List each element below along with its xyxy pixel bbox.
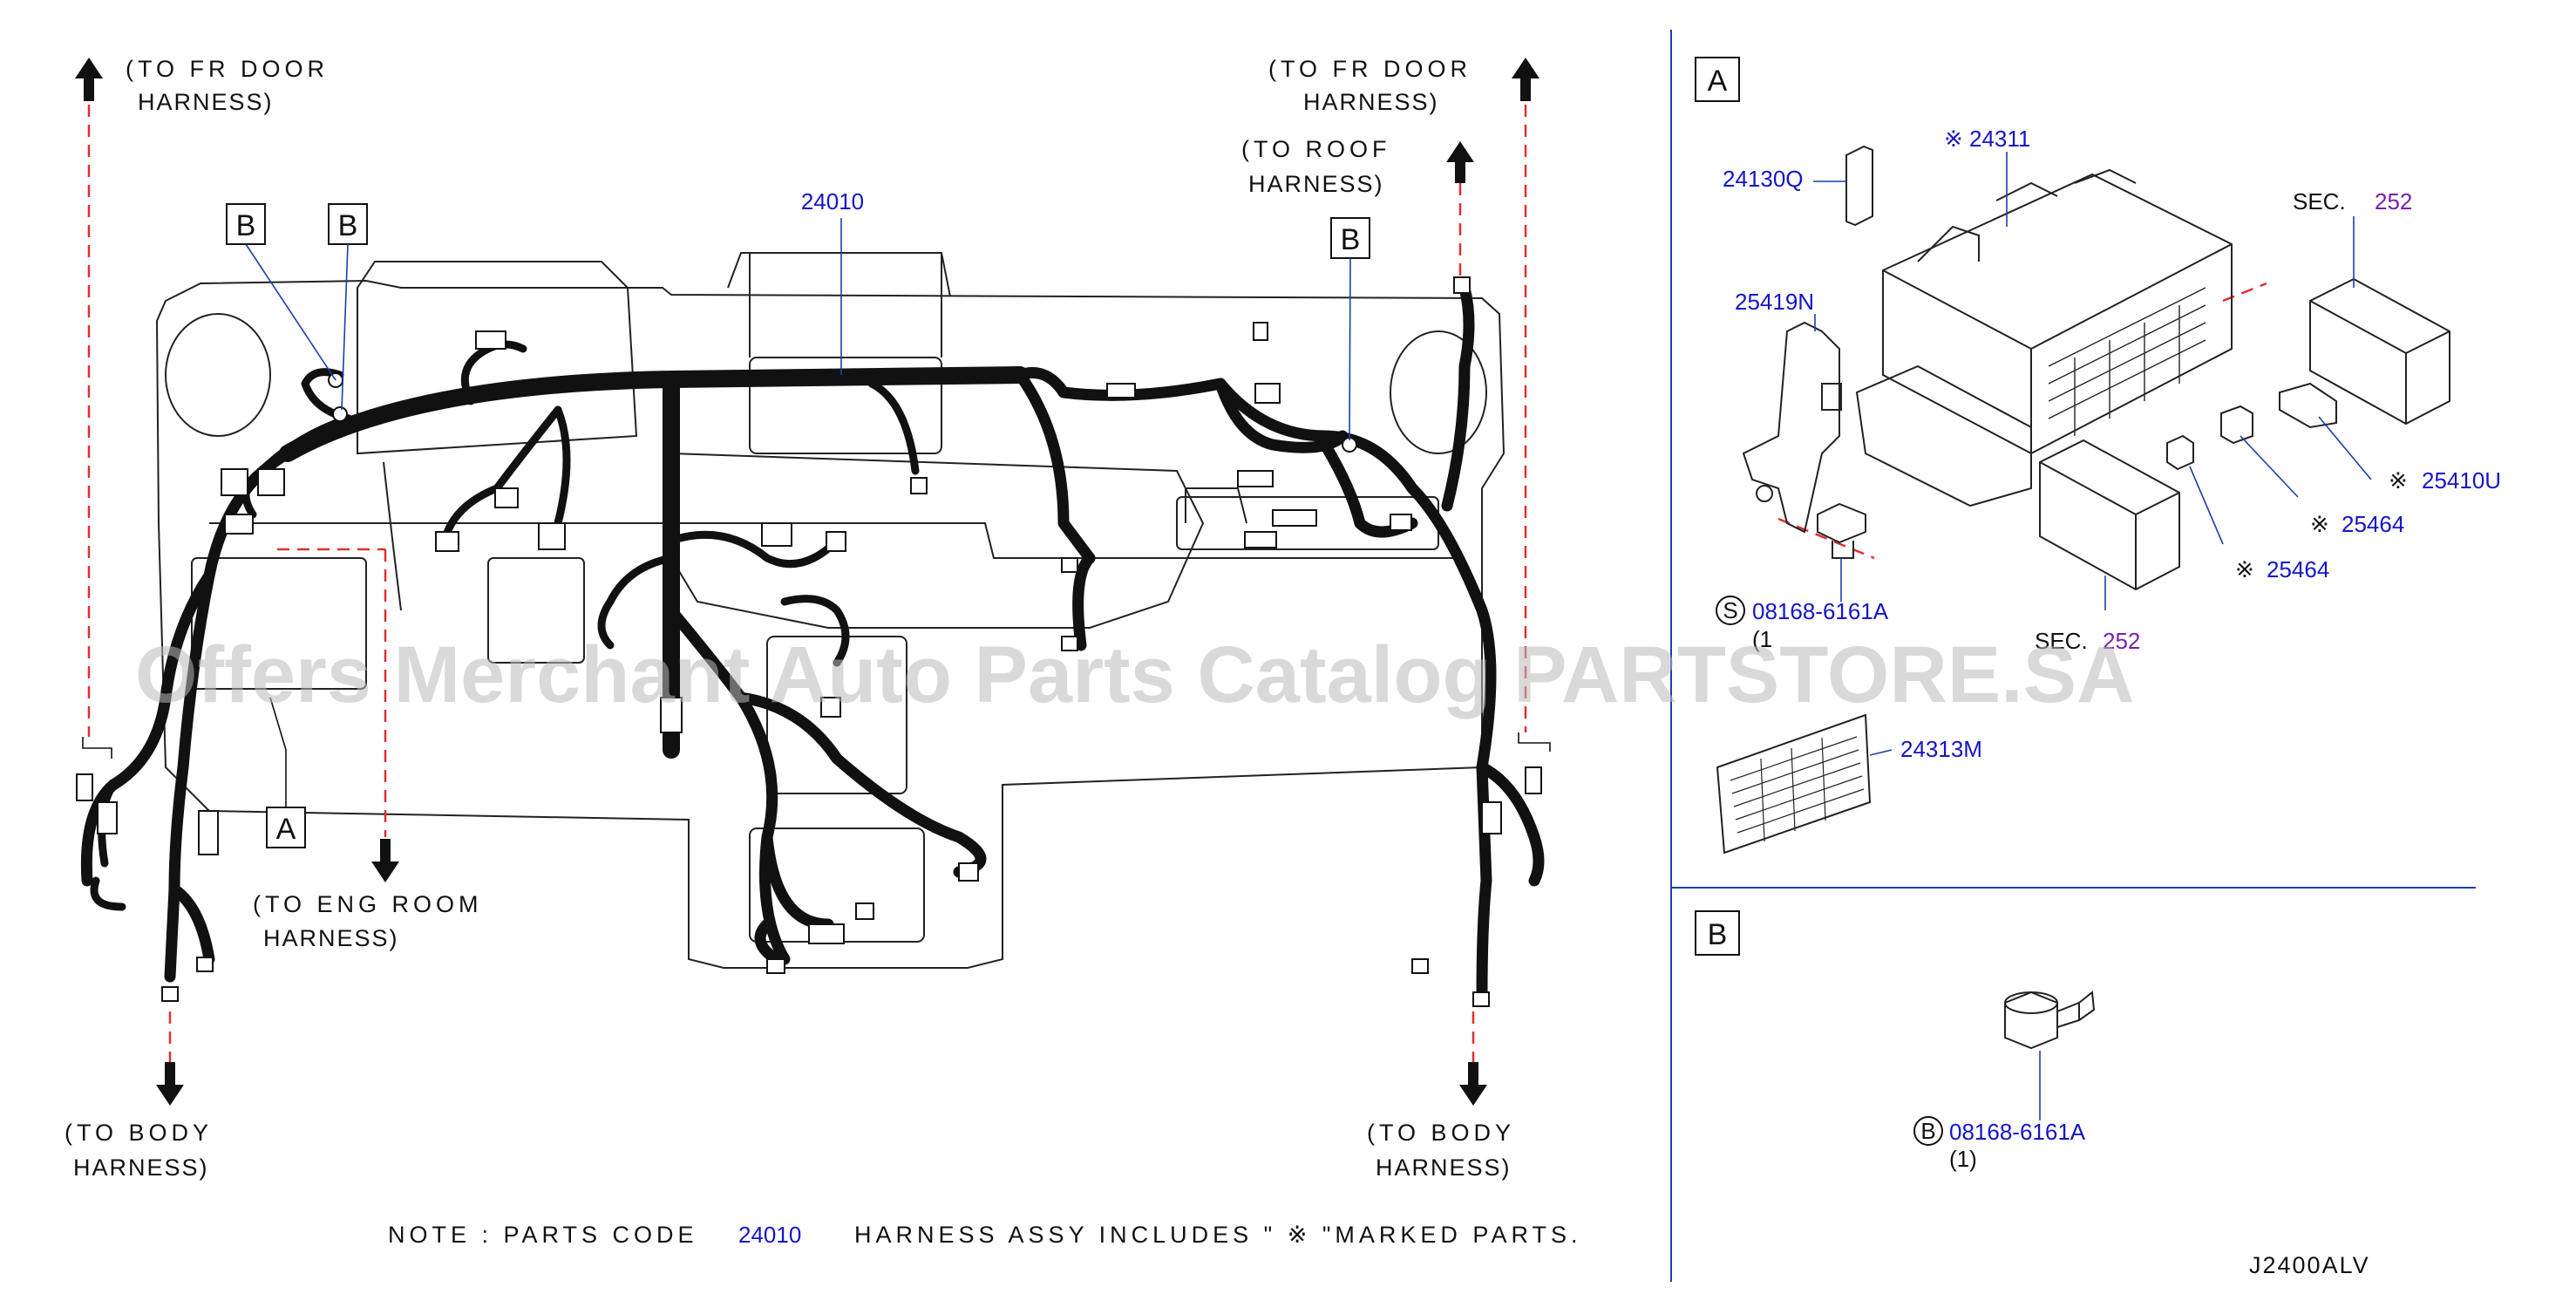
bolt-a-prefix: S — [1723, 597, 1737, 623]
callout-b-right: B — [1330, 217, 1370, 441]
to-body-left-line1: (TO BODY — [65, 1120, 213, 1146]
svg-text:NOTE : PARTS CODE: NOTE : PARTS CODE — [388, 1222, 698, 1248]
arrow-up-icon — [75, 58, 103, 101]
bolt-a-part: 08168-6161A — [1752, 598, 1889, 624]
clip-25410u-drawing — [2279, 382, 2337, 429]
part-24313m: 24313M — [1900, 736, 1982, 762]
svg-text:A: A — [276, 813, 296, 846]
fuse-block-drawing — [1855, 168, 2233, 507]
to-roof-line1: (TO ROOF — [1241, 136, 1391, 162]
parts-note: NOTE : PARTS CODE 24010 HARNESS ASSY INC… — [388, 1222, 1581, 1248]
sec-252-top-prefix: SEC. — [2293, 188, 2346, 215]
to-fr-door-left-line1: (TO FR DOOR — [126, 56, 329, 82]
arrow-down-icon — [1459, 1062, 1487, 1106]
bolt-drawing — [1817, 502, 1866, 559]
part-25464-b-mark: ※ — [2235, 556, 2254, 582]
relay-252-top-drawing — [2309, 277, 2450, 426]
section-a: A — [1695, 57, 2501, 855]
arrow-up-icon — [1446, 141, 1474, 183]
svg-text:B: B — [1341, 223, 1361, 256]
fuse-24130q-drawing — [1845, 145, 1873, 227]
callout-a-left: A — [266, 697, 306, 848]
part-24311: ※ 24311 — [1944, 126, 2030, 152]
part-25419n: 25419N — [1735, 289, 1814, 315]
to-fr-door-right-line2: HARNESS) — [1303, 89, 1439, 115]
svg-text:B: B — [236, 209, 256, 242]
bolt-b-qty: (1) — [1949, 1146, 1977, 1172]
diagram-code: J2400ALV — [2249, 1252, 2370, 1278]
to-eng-room-line2: HARNESS) — [263, 925, 399, 951]
sec-252-top: 252 — [2375, 188, 2412, 215]
svg-text:24010: 24010 — [801, 188, 864, 215]
label-24313m-drawing — [1716, 713, 1872, 855]
bolt-a-qty: (1 — [1752, 626, 1772, 652]
svg-text:A: A — [1708, 65, 1728, 98]
bolt-b-part: 08168-6161A — [1949, 1119, 2086, 1145]
watermark: Offers Merchant Auto Parts Catalog PARTS… — [135, 630, 2135, 719]
part-25410u-mark: ※ — [2389, 467, 2408, 494]
to-body-left-line2: HARNESS) — [73, 1154, 209, 1181]
svg-text:24010: 24010 — [738, 1222, 801, 1248]
bolt-b-drawing — [2004, 991, 2096, 1050]
to-roof-line2: HARNESS) — [1248, 171, 1384, 197]
to-body-right-line1: (TO BODY — [1367, 1120, 1515, 1146]
part-24130q: 24130Q — [1723, 166, 1804, 192]
part-25464-a: 25464 — [2342, 511, 2404, 537]
harness-route-leaders — [82, 105, 2267, 1081]
to-body-right-line2: HARNESS) — [1376, 1154, 1512, 1181]
bolt-b-prefix: B — [1920, 1118, 1935, 1144]
arrow-up-icon — [1512, 58, 1539, 101]
fuse-25464-a-drawing — [2220, 405, 2253, 445]
section-b: B B 08168-6161A (1) — [1695, 910, 2096, 1172]
dashboard-outline — [155, 252, 1505, 969]
bracket-25419n-drawing — [1742, 321, 1842, 534]
arrow-down-icon — [371, 839, 399, 882]
sec-252-bottom-prefix: SEC. — [2035, 628, 2088, 654]
harness-connectors — [76, 276, 1542, 1007]
harness-part-label: 24010 — [801, 188, 864, 375]
callout-b-left-1: B — [226, 203, 336, 381]
svg-text:HARNESS ASSY INCLUDES " ※ "M: HARNESS ASSY INCLUDES " ※ "MARKED PARTS. — [854, 1222, 1581, 1248]
arrow-down-icon — [156, 1062, 184, 1106]
fuse-25464-b-drawing — [2166, 434, 2194, 471]
part-25464-b: 25464 — [2267, 556, 2329, 582]
to-eng-room-line1: (TO ENG ROOM — [253, 891, 483, 917]
svg-text:B: B — [338, 209, 358, 242]
sec-252-bottom: 252 — [2103, 628, 2140, 654]
svg-text:B: B — [1708, 918, 1728, 951]
part-25410u: 25410U — [2422, 467, 2501, 494]
callout-b-left-2: B — [328, 203, 368, 411]
direction-arrows — [75, 58, 1539, 1106]
part-25464-a-mark: ※ — [2310, 511, 2329, 537]
to-fr-door-right-line1: (TO FR DOOR — [1268, 56, 1472, 82]
relay-252-bottom-drawing — [2039, 439, 2180, 591]
to-fr-door-left-line2: HARNESS) — [138, 89, 274, 115]
